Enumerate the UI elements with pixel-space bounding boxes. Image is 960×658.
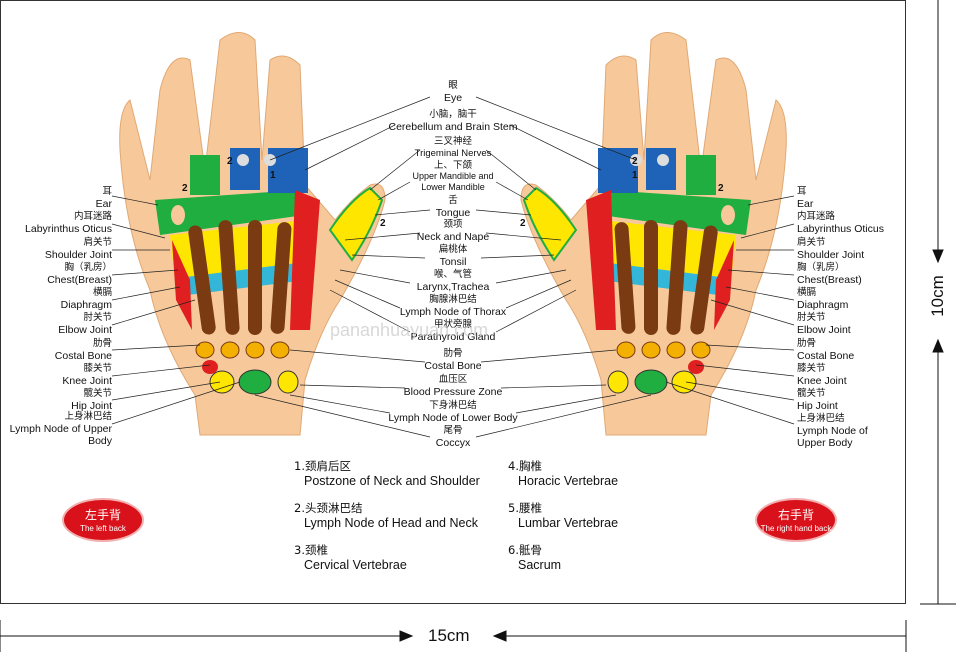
zone-number-1-right: 1 — [632, 170, 638, 181]
left-label-chest: 胸（乳房）Chest(Breast) — [47, 262, 112, 286]
width-dimension-label: 15cm — [428, 626, 470, 645]
zone-number-2-right: 2 — [718, 183, 724, 194]
height-dimension-label: 10cm — [927, 275, 947, 317]
zone-number-2-right-thumb: 2 — [520, 218, 526, 229]
left-hand-illustration — [118, 31, 386, 436]
zone-number-1-left: 1 — [270, 170, 276, 181]
right-hand-illustration — [520, 31, 788, 436]
diagram-frame — [0, 0, 906, 604]
right-label-chest: 胸（乳房）Chest(Breast) — [797, 262, 862, 286]
zone-number-2-left-thumb: 2 — [380, 218, 386, 229]
zone-number-2-right-index: 2 — [632, 156, 638, 167]
watermark-text: pananhuayuan.com — [330, 320, 489, 340]
zone-number-2-left: 2 — [182, 183, 188, 194]
zone-number-2-left-index: 2 — [227, 156, 233, 167]
